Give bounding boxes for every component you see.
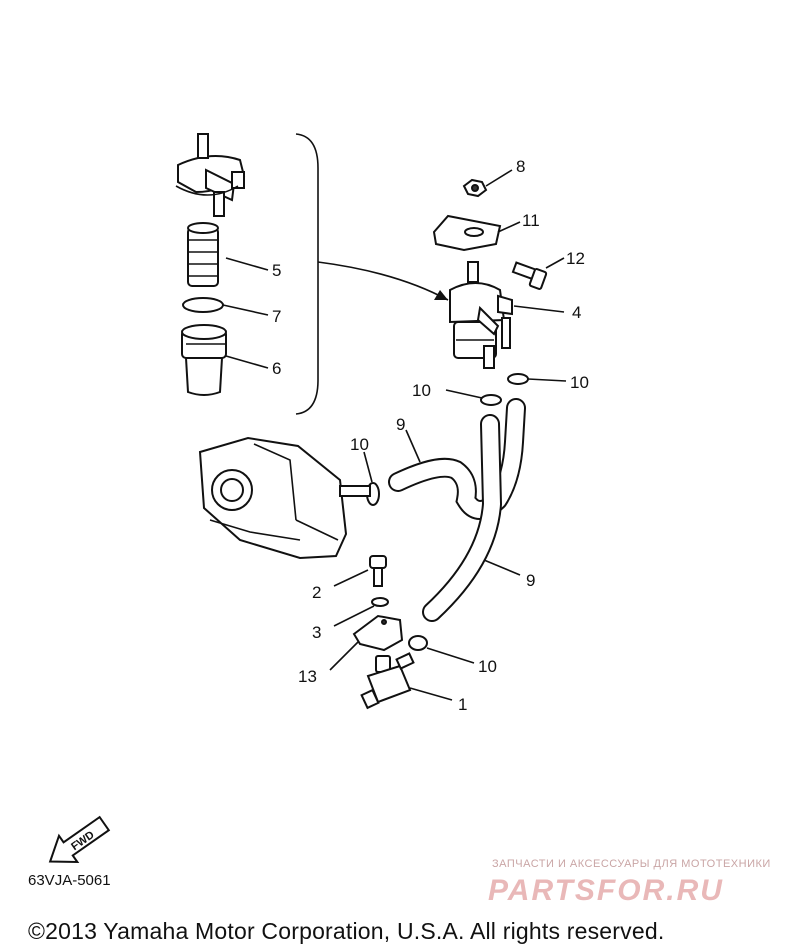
fuel-filter-4 <box>449 261 513 369</box>
bracket-11 <box>432 214 502 252</box>
callout-10a: 10 <box>570 373 589 392</box>
carburetor <box>198 436 371 560</box>
group-bracket <box>295 133 319 415</box>
watermark-tagline: ЗАПЧАСТИ И АКСЕССУАРЫ ДЛЯ МОТОТЕХНИКИ <box>492 858 771 870</box>
callout-7: 7 <box>272 307 281 326</box>
callout-9a: 9 <box>396 415 405 434</box>
copyright-notice: ©2013 Yamaha Motor Corporation, U.S.A. A… <box>28 918 665 944</box>
callout-10c: 10 <box>350 435 369 454</box>
callout-12: 12 <box>566 249 585 268</box>
callout-6: 6 <box>272 359 281 378</box>
nut-8 <box>462 178 488 198</box>
watermark-logo: PARTSFOR.RU <box>488 874 724 906</box>
callout-5: 5 <box>272 261 281 280</box>
callout-11: 11 <box>522 211 540 230</box>
o-ring-7 <box>182 297 224 313</box>
callout-8: 8 <box>516 157 525 176</box>
callout-10b: 10 <box>412 381 431 400</box>
filter-element-5 <box>187 222 219 287</box>
clip-10d <box>408 635 428 651</box>
bolt-12 <box>511 261 548 290</box>
callout-13: 13 <box>298 667 317 686</box>
group-arrow-line <box>317 261 449 301</box>
primer-pump-1 <box>360 652 415 710</box>
svg-text:PARTSFOR.RU: PARTSFOR.RU <box>488 874 724 906</box>
fwd-arrow-icon: FWD <box>48 815 111 864</box>
plate-13 <box>352 614 404 652</box>
group-arrow-head <box>434 290 448 300</box>
callout-1: 1 <box>458 695 467 714</box>
clip-10a <box>507 373 529 385</box>
filter-cap <box>175 133 246 217</box>
callout-3: 3 <box>312 623 321 642</box>
clip-10b <box>480 394 502 406</box>
callout-4: 4 <box>572 303 581 322</box>
washer-3 <box>371 597 389 607</box>
bolt-2 <box>369 555 387 587</box>
diagram-code: 63VJA-5061 <box>28 872 111 889</box>
leader-lines <box>222 169 567 701</box>
callout-10d: 10 <box>478 657 497 676</box>
callout-9b: 9 <box>526 571 535 590</box>
callout-2: 2 <box>312 583 321 602</box>
filter-bowl-6 <box>181 324 227 396</box>
